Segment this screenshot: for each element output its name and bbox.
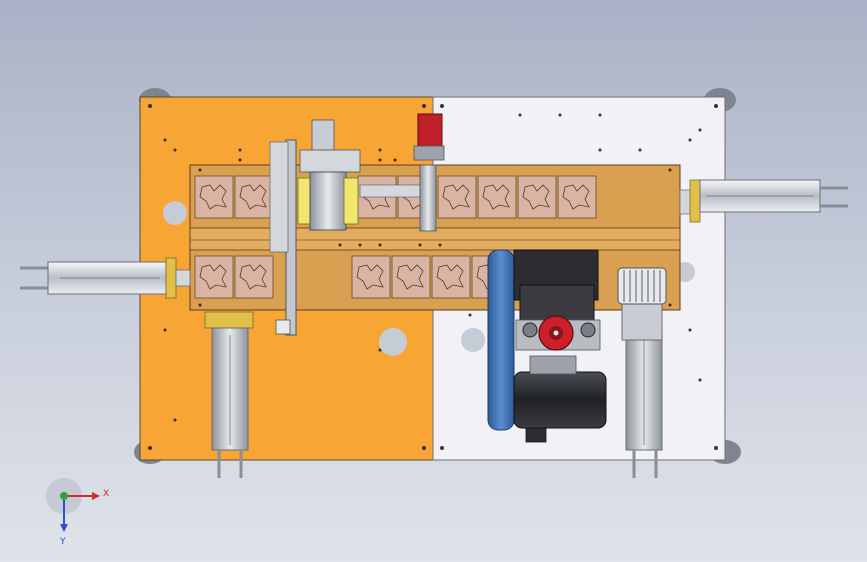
upper-pocket-right-3 [477,175,517,219]
x-axis-label: X [103,489,109,499]
lower-pocket-left-0 [194,255,234,299]
plate-cutout-left [163,201,187,225]
upper-pocket-left-0-outline [199,184,227,210]
drive-belt[interactable] [487,249,515,431]
upper-pocket-row [194,175,597,219]
y-axis-label: Y [59,537,66,547]
upper-pocket-left-1 [234,175,274,219]
upper-pocket-right-4 [517,175,557,219]
vertical-guide-bar[interactable] [269,139,297,336]
lower-pocket-right-0-outline [356,264,384,290]
frame-bolts [198,158,672,307]
lower-pocket-left-0-outline [199,264,227,290]
lower-pocket-right-2 [431,255,471,299]
upper-pocket-right-5-outline [562,184,590,210]
upper-pocket-right-4-outline [522,184,550,210]
handwheel[interactable] [538,315,574,351]
coordinate-triad: X Y [46,478,109,547]
lower-pocket-right-1 [391,255,431,299]
z-axis-dot [60,492,68,500]
main-motor[interactable] [513,355,607,443]
upper-pocket-left-0 [194,175,234,219]
upper-pocket-right-5 [557,175,597,219]
left-horizontal-cylinder[interactable] [20,257,191,299]
lower-pocket-right-0 [351,255,391,299]
lower-pocket-row [194,255,511,299]
upper-pocket-right-2-outline [442,184,470,210]
upper-pocket-right-2 [437,175,477,219]
left-vertical-cylinder[interactable] [204,311,254,478]
adjustable-spindle[interactable] [617,267,667,341]
lower-pocket-right-2-outline [436,264,464,290]
lower-pocket-left-1-outline [239,264,267,290]
plate-cutout-center [379,328,407,356]
stepper-motor[interactable] [413,113,445,161]
upper-pocket-right-3-outline [482,184,510,210]
lower-pocket-left-1 [234,255,274,299]
plate-cutout-right [461,328,485,352]
plate-holes [148,104,718,450]
upper-pocket-left-1-outline [239,184,267,210]
label-roller-assembly[interactable] [297,119,437,232]
right-horizontal-cylinder[interactable] [679,179,848,223]
lower-pocket-right-1-outline [396,264,424,290]
